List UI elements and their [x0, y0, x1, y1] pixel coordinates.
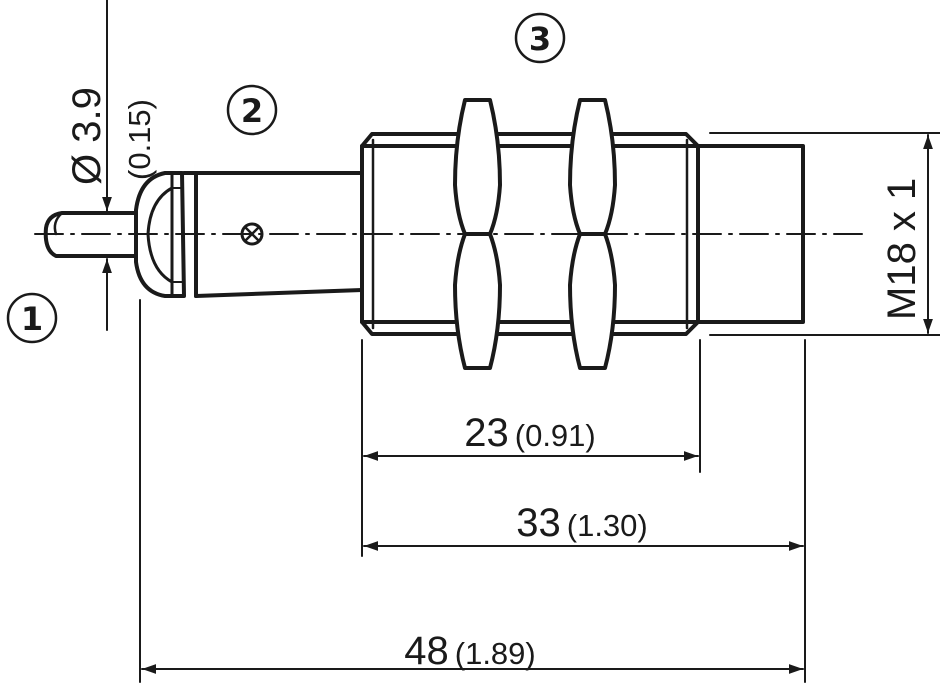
callout-2-circle [226, 84, 278, 136]
dimension-48-label: 48(1.89) [404, 629, 535, 673]
mounting-nut [453, 98, 502, 370]
callout-3: 3 [529, 20, 551, 58]
sensor-face [696, 144, 805, 324]
diameter-value: Ø 3.9 [65, 87, 109, 185]
callout-3-circle [514, 12, 566, 64]
diameter-inch: (0.15) [122, 99, 157, 180]
mounting-nut [568, 98, 617, 370]
cable [43, 211, 137, 258]
thread-label: M18 x 1 [880, 178, 924, 320]
cable-gland [134, 171, 186, 298]
housing-body [182, 171, 364, 298]
extension-lines [139, 132, 940, 683]
callout-2: 2 [241, 92, 263, 130]
led-indicator-icon [240, 222, 264, 246]
dimension-23-label: 23(0.91) [464, 411, 595, 455]
callout-1: 1 [21, 300, 43, 338]
callout-1-circle [6, 292, 58, 344]
dimension-33-label: 33(1.30) [516, 501, 647, 545]
